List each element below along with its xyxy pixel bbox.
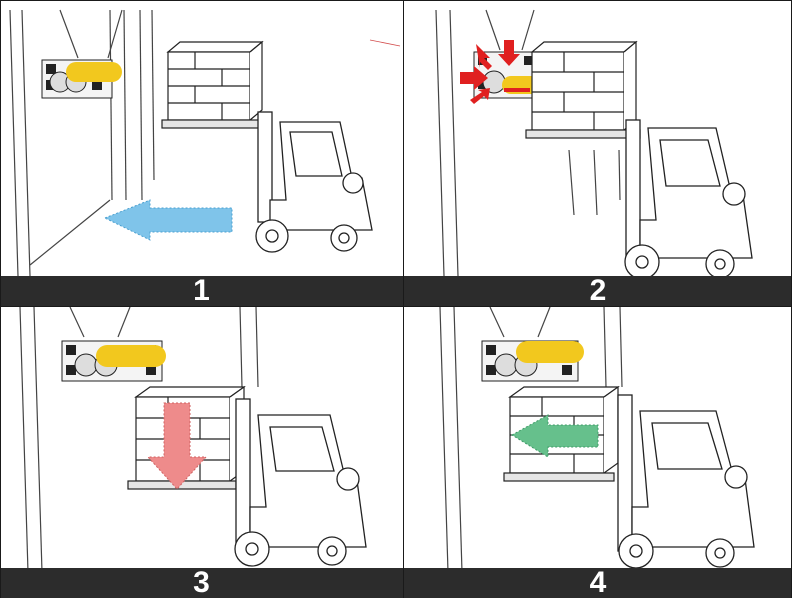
step-3-panel: 3 bbox=[0, 307, 403, 598]
step-2-panel: 2 bbox=[404, 0, 792, 306]
step-4-panel: 4 bbox=[404, 307, 792, 598]
step-3-scene bbox=[0, 307, 403, 598]
vertical-divider bbox=[403, 0, 404, 598]
forklift-icon bbox=[256, 112, 372, 252]
pallet-boxes-icon bbox=[526, 42, 640, 138]
step-number: 3 bbox=[193, 568, 210, 598]
yellow-sensor-beam-icon bbox=[66, 62, 122, 82]
step-1-label-bar: 1 bbox=[0, 276, 403, 306]
step-number: 2 bbox=[590, 276, 607, 306]
step-1-scene bbox=[0, 0, 403, 306]
yellow-sensor-beam-icon bbox=[96, 345, 166, 367]
blue-left-arrow-icon bbox=[105, 200, 232, 240]
step-2-label-bar: 2 bbox=[404, 276, 792, 306]
step-2-scene bbox=[404, 0, 792, 306]
outer-border-left bbox=[0, 0, 1, 598]
step-4-label-bar: 4 bbox=[404, 568, 792, 598]
yellow-sensor-beam-icon bbox=[516, 341, 584, 363]
forklift-icon bbox=[235, 399, 366, 566]
forklift-icon bbox=[625, 120, 752, 279]
pallet-boxes-icon bbox=[162, 42, 266, 128]
horizontal-divider bbox=[0, 306, 792, 307]
forklift-icon bbox=[618, 395, 754, 568]
step-1-panel: 1 bbox=[0, 0, 403, 306]
step-4-scene bbox=[404, 307, 792, 598]
step-number: 1 bbox=[193, 276, 210, 306]
step-number: 4 bbox=[590, 568, 607, 598]
outer-border-top bbox=[0, 0, 792, 1]
step-3-label-bar: 3 bbox=[0, 568, 403, 598]
